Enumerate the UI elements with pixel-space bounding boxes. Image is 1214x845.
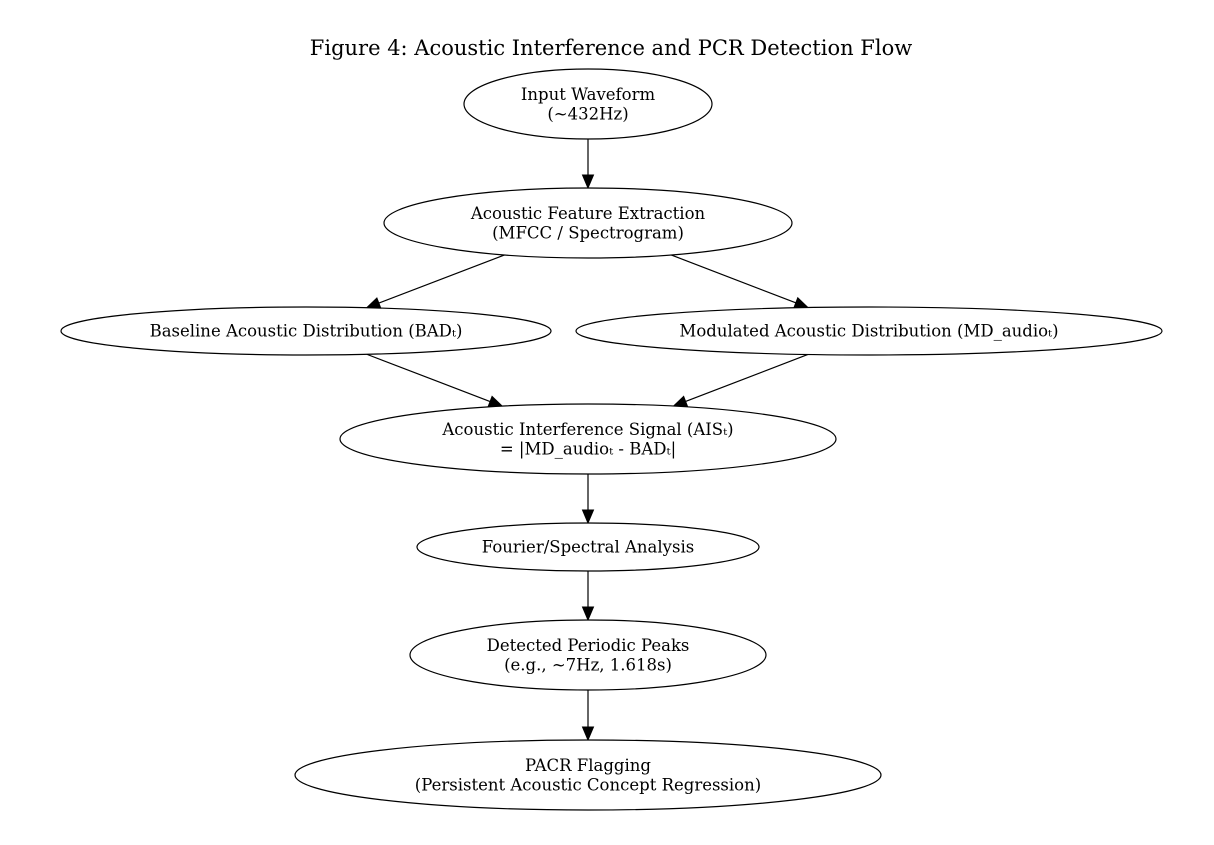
node-ellipse bbox=[294, 739, 882, 811]
arrowhead-icon bbox=[365, 297, 382, 309]
node-label-line: (Persistent Acoustic Concept Regression) bbox=[415, 775, 761, 794]
edge-line bbox=[670, 254, 797, 304]
edge-fourier-to-peaks bbox=[581, 571, 595, 622]
node-ellipse bbox=[409, 619, 767, 691]
arrowhead-icon bbox=[581, 509, 595, 525]
node-label-line: Acoustic Feature Extraction bbox=[470, 204, 706, 223]
edge-bad-to-ais bbox=[366, 353, 504, 408]
edge-features-to-bad bbox=[365, 254, 505, 309]
diagram-title: Figure 4: Acoustic Interference and PCR … bbox=[310, 36, 912, 60]
edge-line bbox=[685, 353, 809, 403]
node-ellipse bbox=[575, 306, 1163, 356]
node-input: Input Waveform(~432Hz) bbox=[463, 68, 713, 140]
node-ellipse bbox=[383, 187, 793, 259]
node-label-line: Modulated Acoustic Distribution (MD_audi… bbox=[679, 322, 1058, 341]
edge-line bbox=[366, 353, 491, 403]
node-label-line: (MFCC / Spectrogram) bbox=[492, 223, 684, 242]
edge-peaks-to-pacr bbox=[581, 690, 595, 742]
edge-md-to-ais bbox=[672, 353, 809, 408]
node-bad: Baseline Acoustic Distribution (BADₜ) bbox=[60, 306, 552, 356]
node-ellipse bbox=[339, 403, 837, 475]
node-label-line: Acoustic Interference Signal (AISₜ) bbox=[441, 420, 733, 439]
node-label-line: Fourier/Spectral Analysis bbox=[482, 538, 694, 557]
arrowhead-icon bbox=[581, 606, 595, 622]
arrowhead-icon bbox=[672, 395, 689, 408]
arrowhead-icon bbox=[487, 395, 504, 408]
edge-ais-to-fourier bbox=[581, 474, 595, 525]
node-ais: Acoustic Interference Signal (AISₜ)= |MD… bbox=[339, 403, 837, 475]
node-label-line: (~432Hz) bbox=[547, 104, 628, 123]
node-peaks: Detected Periodic Peaks(e.g., ~7Hz, 1.61… bbox=[409, 619, 767, 691]
node-ellipse bbox=[463, 68, 713, 140]
edge-features-to-md bbox=[670, 254, 810, 309]
node-label-line: Detected Periodic Peaks bbox=[487, 636, 690, 655]
node-label-line: Baseline Acoustic Distribution (BADₜ) bbox=[150, 322, 463, 341]
node-label-line: = |MD_audioₜ - BADₜ| bbox=[500, 439, 676, 458]
edge-input-to-features bbox=[581, 139, 595, 190]
node-fourier: Fourier/Spectral Analysis bbox=[416, 522, 760, 572]
arrowhead-icon bbox=[793, 296, 810, 309]
node-features: Acoustic Feature Extraction(MFCC / Spect… bbox=[383, 187, 793, 259]
arrowhead-icon bbox=[581, 726, 595, 742]
node-md: Modulated Acoustic Distribution (MD_audi… bbox=[575, 306, 1163, 356]
node-pacr: PACR Flagging(Persistent Acoustic Concep… bbox=[294, 739, 882, 811]
arrowhead-icon bbox=[581, 174, 595, 190]
node-label-line: PACR Flagging bbox=[525, 756, 651, 775]
edges-layer bbox=[365, 139, 810, 742]
node-label-line: (e.g., ~7Hz, 1.618s) bbox=[504, 655, 672, 674]
edge-line bbox=[378, 254, 505, 304]
node-label-line: Input Waveform bbox=[521, 85, 656, 104]
node-ellipse bbox=[60, 306, 552, 356]
node-ellipse bbox=[416, 522, 760, 572]
nodes-layer: Input Waveform(~432Hz) Acoustic Feature E… bbox=[60, 68, 1163, 811]
